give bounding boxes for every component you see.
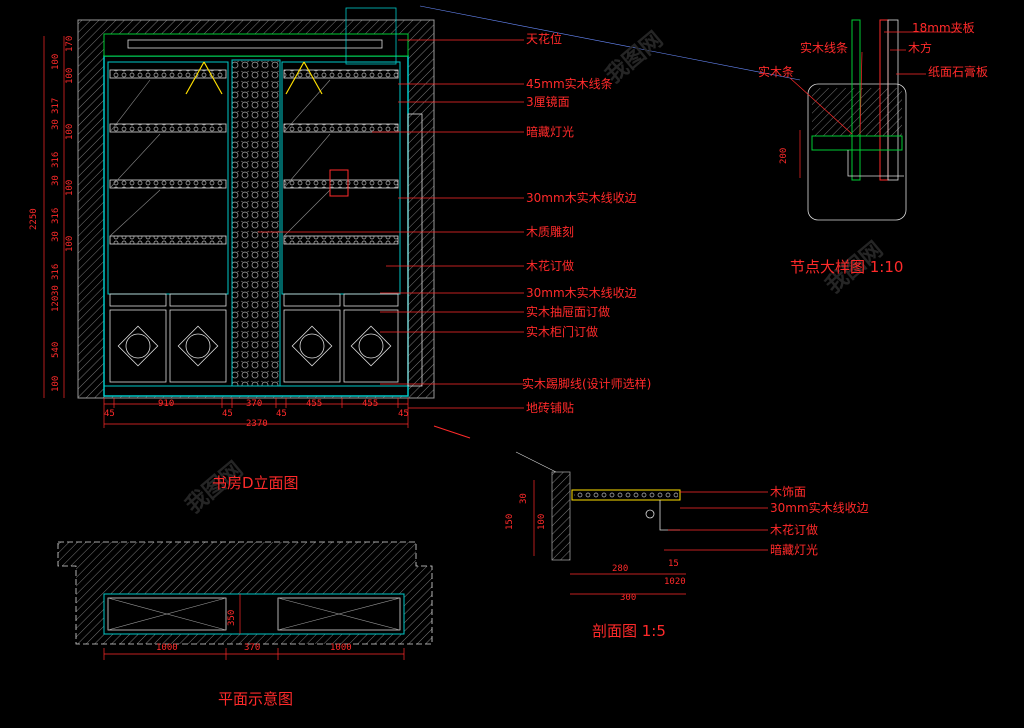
callout-wood-carving: 木质雕刻 [526,225,575,239]
section-left-dim: 150 [505,513,515,530]
section-drawing [515,451,768,595]
dim-total-width: 2370 [246,419,268,429]
dim-left: 317 [51,97,61,114]
dim-bottom: 455 [306,399,323,409]
plan-drawing [57,541,433,660]
plan-dim: 370 [244,643,261,653]
dim-left: 100 [65,67,75,84]
node-callout-plywood: 18mm夹板 [912,21,975,35]
node-callout-wood-strip: 实木条 [758,65,795,79]
dim-left: 100 [51,375,61,392]
dim-left: 100 [65,179,75,196]
node-dim: 200 [779,147,789,164]
dim-left: 30 [51,175,61,186]
dim-left: 170 [65,35,75,52]
section-dim: 280 [612,564,629,574]
section-left-dim: 100 [537,513,547,530]
callout-30mm-edge-2: 30mm木实木线收边 [526,286,637,300]
callout-custom-flower: 木花订做 [526,259,575,273]
dim-bottom: 45 [222,409,233,419]
callout-30mm-edge: 30mm木实木线收边 [526,191,637,205]
dim-bottom: 370 [246,399,263,409]
dim-left: 100 [65,123,75,140]
section-callout-veneer: 木饰面 [770,485,807,499]
dim-left: 540 [51,341,61,358]
section-title: 剖面图 1:5 [592,622,666,640]
dim-left: 120 [51,295,61,312]
section-callout-light: 暗藏灯光 [770,543,819,557]
elevation-title: 书房D立面图 [212,474,299,492]
dim-bottom: 45 [104,409,115,419]
callout-mirror: 3厘镜面 [526,95,570,109]
callout-skirting: 实木踢脚线(设计师选样) [522,377,652,391]
dim-left: 30 [51,119,61,130]
dim-left: 30 [51,231,61,242]
section-dim: 300 [620,593,637,603]
dim-left: 316 [51,151,61,168]
node-callout-wood-trim: 实木线条 [800,41,849,55]
callout-drawer-front: 实木抽屉面订做 [526,305,611,319]
dim-bottom: 910 [158,399,175,409]
plan-dim: 1000 [156,643,178,653]
dim-left: 316 [51,207,61,224]
plan-depth-dim: 350 [227,609,237,626]
node-detail-title: 节点大样图 1:10 [790,258,904,276]
callout-floor-tile: 地砖铺贴 [526,401,575,415]
callout-cabinet-door: 实木柜门订做 [526,325,599,339]
node-callout-wood-joist: 木方 [908,41,933,55]
elevation-drawing [43,7,524,428]
dim-bottom: 45 [398,409,409,419]
section-dim: 1020 [664,577,686,587]
callout-45mm-trim: 45mm实木线条 [526,77,613,91]
callout-ceiling: 天花位 [526,32,563,46]
dim-left: 30 [51,285,61,296]
section-callout-flower: 木花订做 [770,523,819,537]
dim-bottom: 455 [362,399,379,409]
dim-left: 316 [51,263,61,280]
dim-left: 100 [65,235,75,252]
dim-bottom: 45 [276,409,287,419]
section-left-dim: 30 [519,493,529,504]
section-dim: 15 [668,559,679,569]
section-callout-30mm: 30mm实木线收边 [770,501,869,515]
plan-dim: 1000 [330,643,352,653]
dim-total-height: 2250 [29,208,39,230]
callout-hidden-light: 暗藏灯光 [526,125,575,139]
plan-title: 平面示意图 [218,690,294,708]
dim-left: 100 [51,53,61,70]
node-detail-drawing [419,5,960,221]
node-callout-gypsum: 纸面石膏板 [928,65,989,79]
